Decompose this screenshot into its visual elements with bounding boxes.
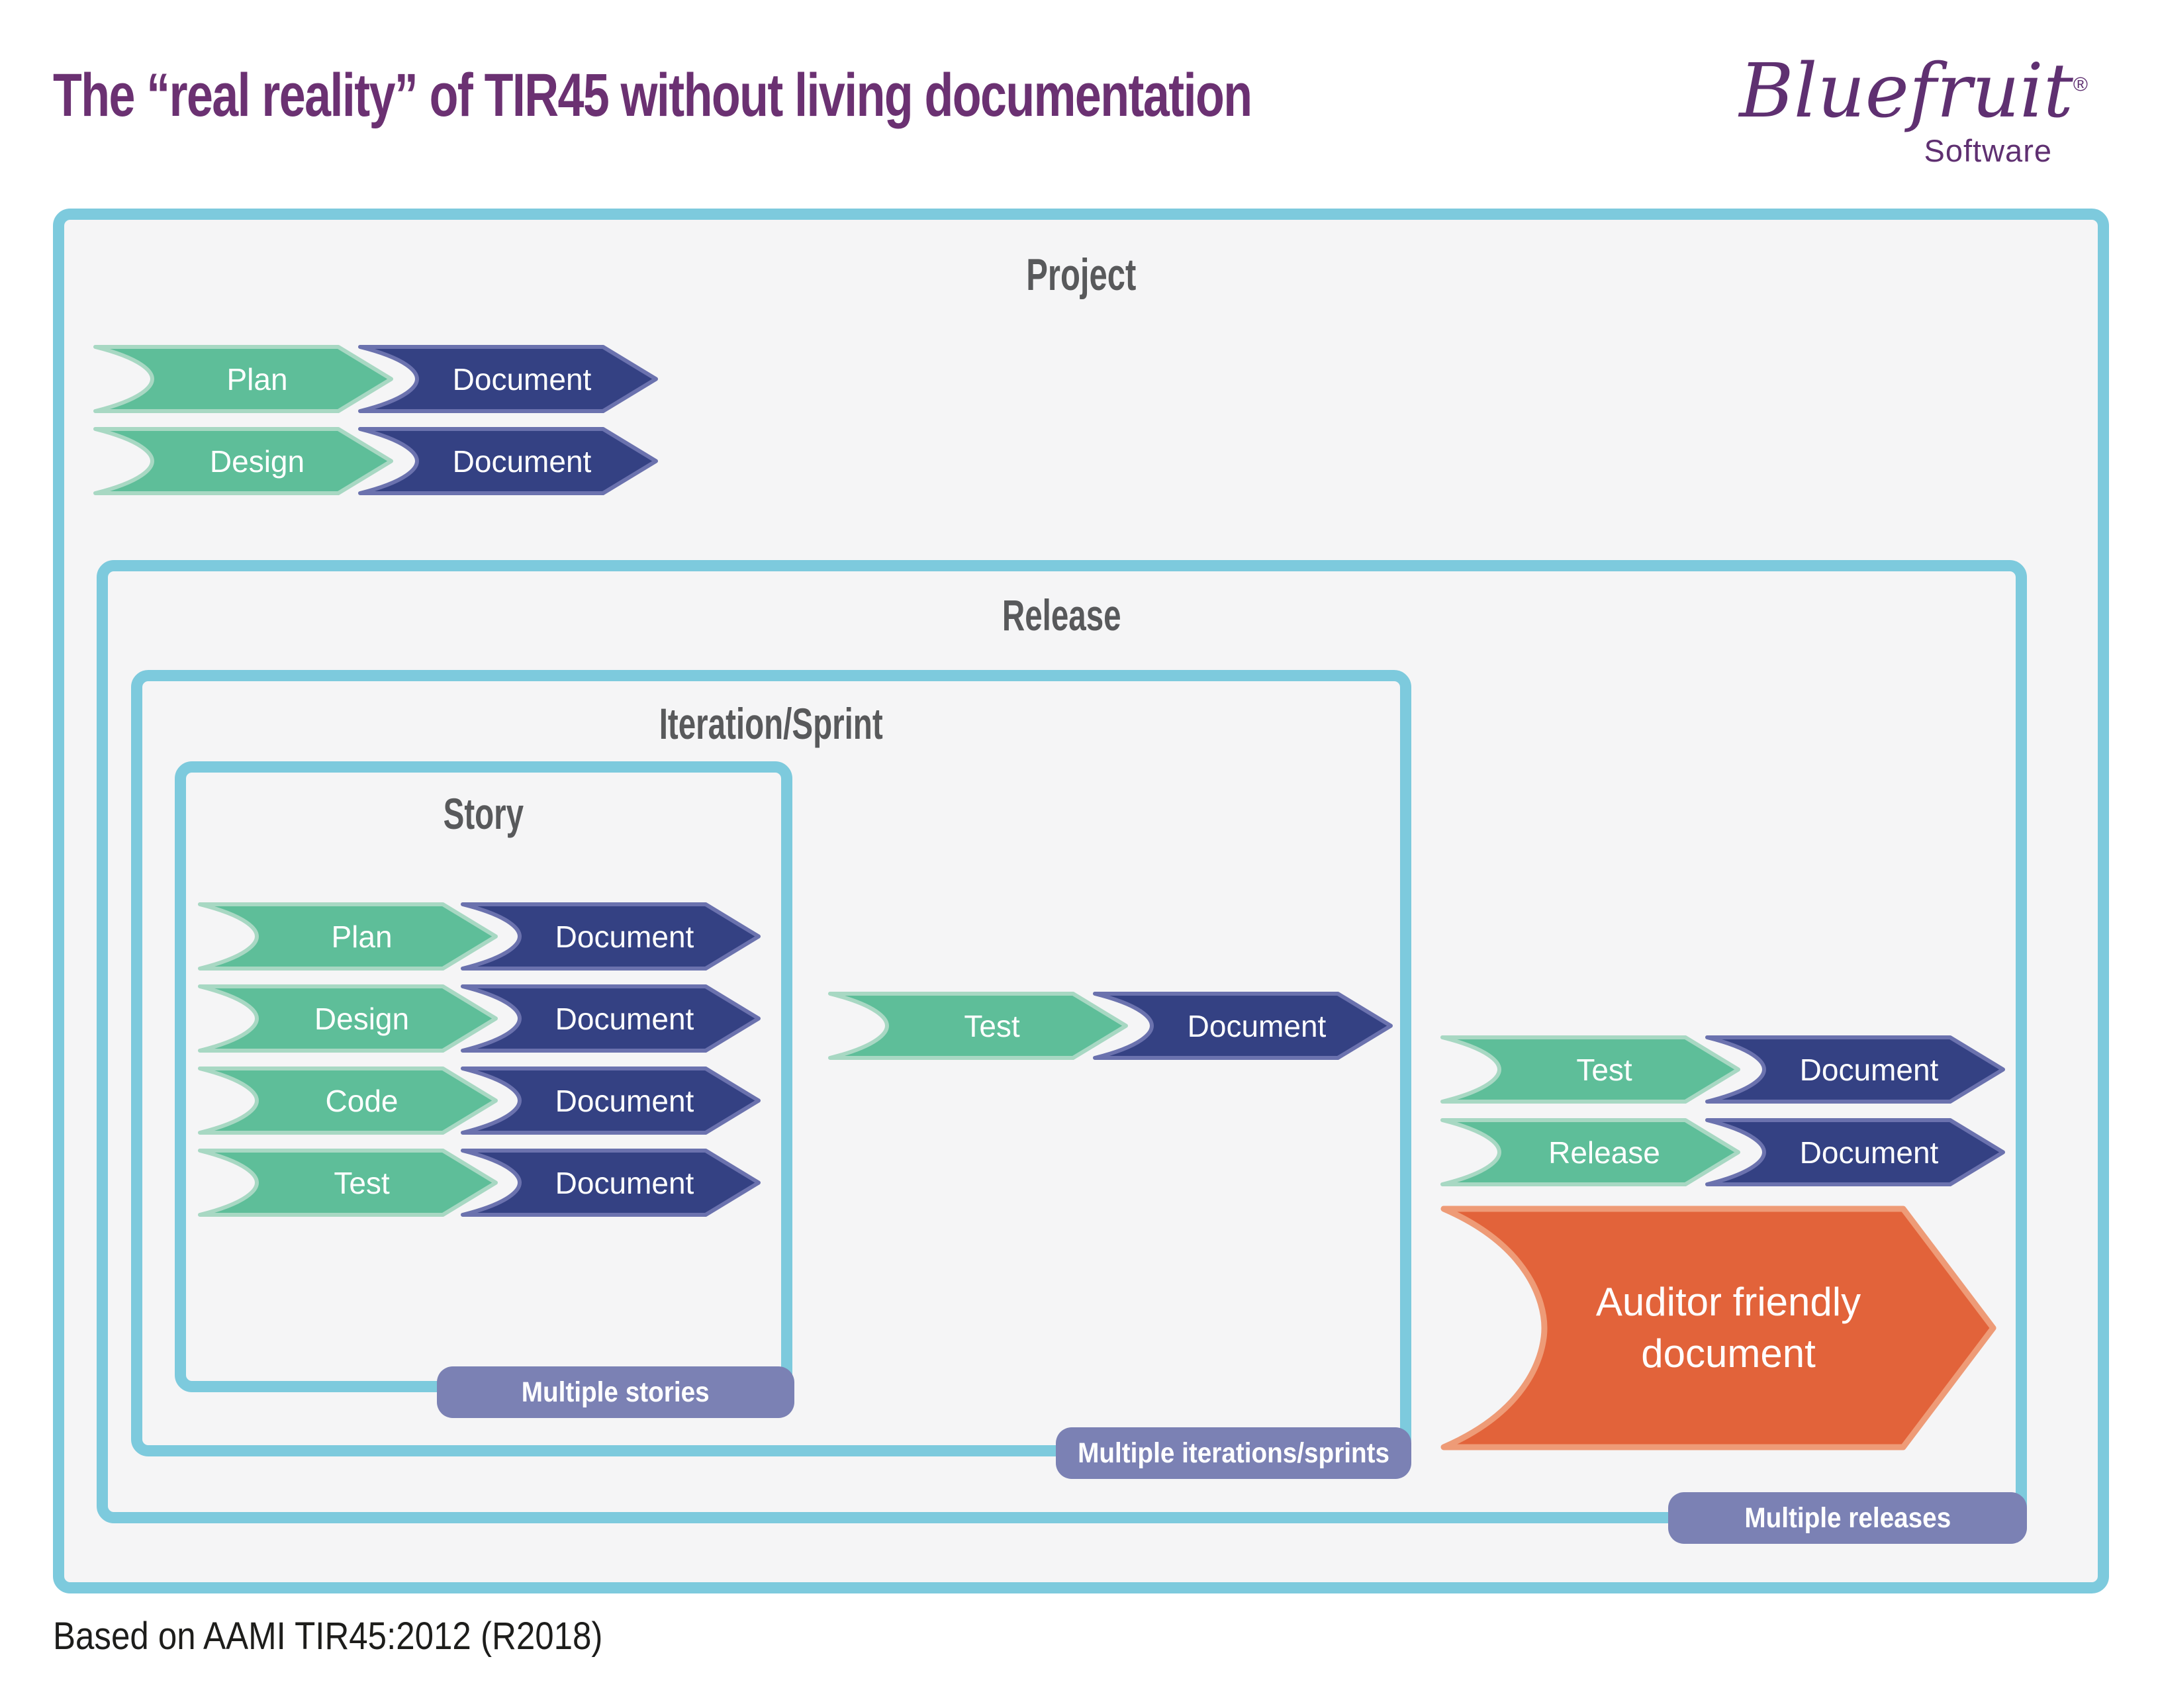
iteration-test-document-arrow: Document: [1092, 991, 1393, 1061]
story-code-arrow: Code: [197, 1066, 498, 1135]
story-plan-arrow: Plan: [197, 902, 498, 971]
page-title: The “real reality” of TIR45 without livi…: [53, 62, 1252, 129]
story-code-document-arrow: Document: [460, 1066, 761, 1135]
source-note: Based on AAMI TIR45:2012 (R2018): [53, 1615, 603, 1658]
release-test-document-arrow: Document: [1705, 1035, 2006, 1104]
story-plan-document-arrow: Document: [460, 902, 761, 971]
arrow-label: Document: [555, 1165, 694, 1200]
release-title: Release: [1002, 591, 1121, 640]
story-title: Story: [443, 789, 524, 838]
arrow-label: Document: [1799, 1052, 1939, 1087]
project-design-arrow: Design: [93, 426, 394, 496]
logo-brand-text: Bluefruit: [1739, 48, 2073, 134]
arrow-label: Document: [555, 1001, 694, 1036]
release-box: Release: [97, 560, 2027, 1523]
arrow-label: Document: [1799, 1135, 1939, 1170]
arrow-label: Document: [1187, 1008, 1327, 1043]
arrow-label: Plan: [226, 361, 288, 397]
arrow-label: Document: [452, 444, 592, 479]
arrow-label: Release: [1548, 1135, 1660, 1170]
story-box: Story: [175, 761, 792, 1392]
arrow-label: Test: [964, 1008, 1020, 1043]
arrow-label: Document: [555, 919, 694, 954]
arrow-label: Test: [334, 1165, 390, 1200]
story-design-document-arrow: Document: [460, 984, 761, 1053]
release-release-arrow: Release: [1440, 1117, 1741, 1187]
story-test-arrow: Test: [197, 1148, 498, 1217]
arrow-label: Document: [555, 1083, 694, 1118]
project-design-document-arrow: Document: [357, 426, 659, 496]
arrow-label: Auditor friendly document: [1595, 1280, 1861, 1376]
multiple-releases-badge: Multiple releases: [1668, 1492, 2027, 1544]
iteration-test-arrow: Test: [827, 991, 1129, 1061]
registered-trademark-icon: ®: [2073, 73, 2088, 96]
auditor-friendly-document-arrow: Auditor friendly document: [1440, 1205, 1997, 1451]
multiple-iterations-badge: Multiple iterations/sprints: [1056, 1427, 1411, 1479]
release-test-arrow: Test: [1440, 1035, 1741, 1104]
arrow-label: Document: [452, 361, 592, 397]
release-release-document-arrow: Document: [1705, 1117, 2006, 1187]
story-test-document-arrow: Document: [460, 1148, 761, 1217]
logo-suffix: Software: [1924, 132, 2052, 168]
arrow-label: Design: [209, 444, 305, 479]
multiple-stories-badge: Multiple stories: [437, 1366, 794, 1418]
logo-wordmark: Bluefruit®: [1739, 48, 2088, 134]
arrow-label: Code: [325, 1083, 399, 1118]
arrow-label: Design: [314, 1001, 410, 1036]
iteration-sprint-title: Iteration/Sprint: [659, 699, 883, 748]
story-design-arrow: Design: [197, 984, 498, 1053]
project-plan-arrow: Plan: [93, 344, 394, 414]
project-title: Project: [1026, 250, 1136, 300]
arrow-label: Plan: [331, 919, 393, 954]
bluefruit-logo: Bluefruit® Software: [1739, 52, 2088, 169]
project-plan-document-arrow: Document: [357, 344, 659, 414]
arrow-label: Test: [1576, 1052, 1632, 1087]
